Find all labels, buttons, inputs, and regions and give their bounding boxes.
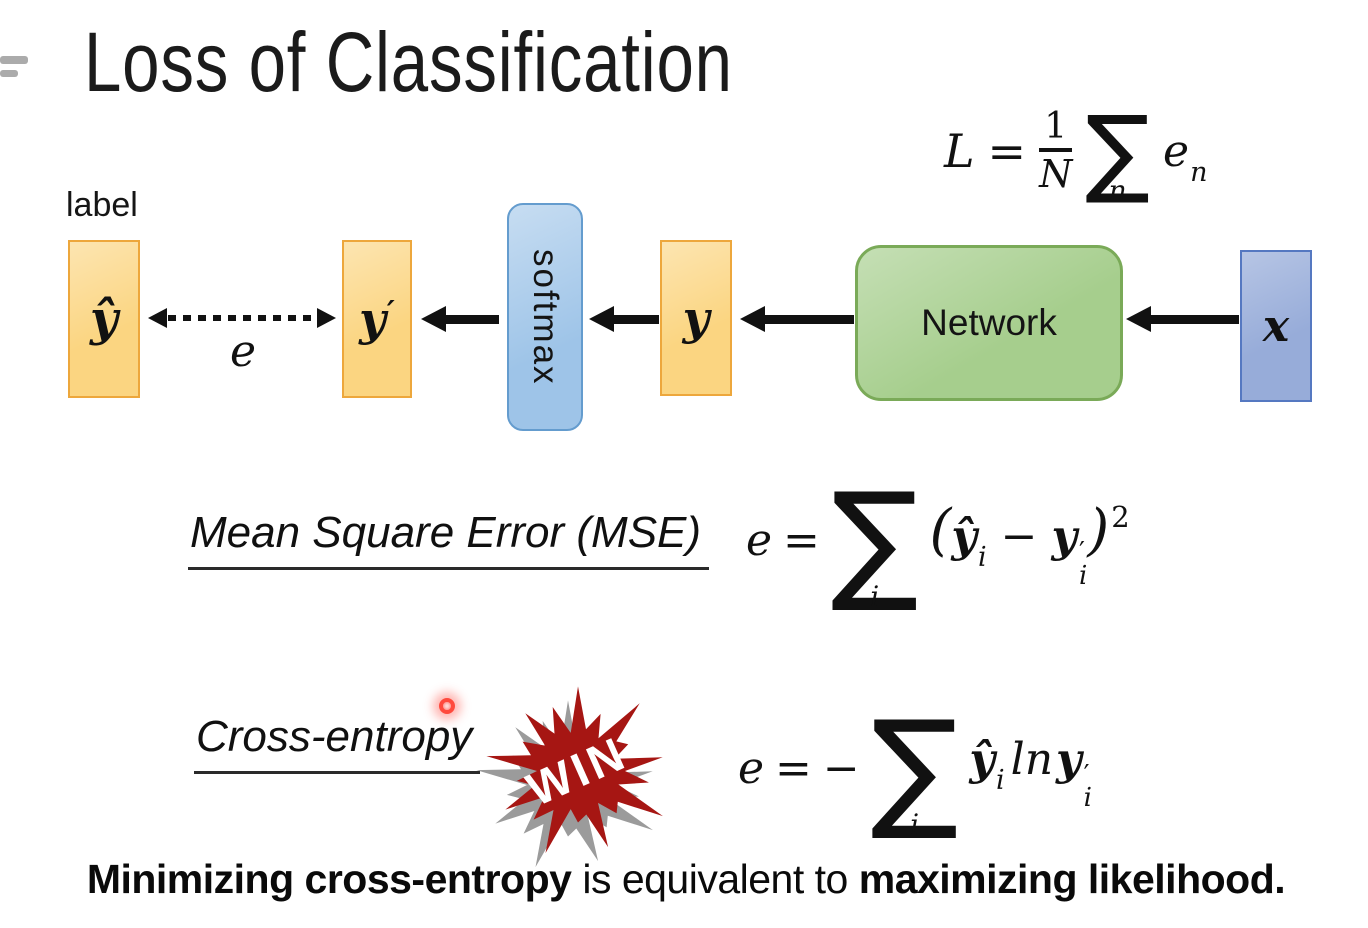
- sigma-symbol: ∑: [1085, 95, 1151, 207]
- arrowhead-icon: [589, 306, 614, 332]
- yhat-symbol: ŷ: [90, 291, 118, 347]
- mse-equation: e = ∑ i (ŷi − y′i)2: [746, 464, 1130, 616]
- slide-title: Loss of Classification: [84, 15, 733, 109]
- equals-sign: =: [987, 124, 1027, 178]
- arrow-softmax-to-yprime: [421, 305, 499, 333]
- artifact-mark: [0, 70, 18, 77]
- label-caption: label: [66, 186, 138, 224]
- arrowhead-icon: [421, 306, 446, 332]
- yprime-symbol: y′: [359, 292, 395, 346]
- y-box: y: [660, 240, 732, 396]
- arrowhead-icon: [1126, 306, 1151, 332]
- arrow-y-to-softmax: [589, 305, 659, 333]
- arrowhead-icon: [740, 306, 765, 332]
- arrow-network-to-y: [740, 305, 854, 333]
- summation-over-i: ∑ i: [870, 692, 959, 844]
- error-double-arrow: [148, 307, 336, 329]
- win-star-badge: WIN: [476, 678, 678, 870]
- fraction-1-over-N: 1 N: [1039, 106, 1073, 196]
- summation-over-i: ∑ i: [830, 464, 919, 616]
- arrowhead-right-icon: [317, 308, 336, 328]
- statement-middle: is equivalent to: [571, 856, 859, 902]
- statement-bold-tail: maximizing likelihood.: [858, 856, 1286, 902]
- mse-heading: Mean Square Error (MSE): [188, 508, 710, 570]
- formula-term: en: [1163, 125, 1208, 188]
- y-symbol: y: [682, 291, 710, 345]
- network-box: Network: [855, 245, 1123, 401]
- sigma-symbol: ∑: [870, 692, 959, 844]
- formula-lhs: L: [944, 124, 975, 178]
- sigma-symbol: ∑: [830, 464, 919, 616]
- artifact-mark: [0, 56, 28, 64]
- x-box: x: [1240, 250, 1312, 402]
- summation-over-n: ∑ n: [1085, 95, 1151, 207]
- error-label: e: [230, 326, 257, 377]
- fraction-bar: [1039, 148, 1073, 152]
- softmax-label: softmax: [526, 248, 565, 386]
- statement-bold-lead: Minimizing cross-entropy: [86, 856, 572, 902]
- softmax-box: softmax: [507, 203, 583, 431]
- yprime-box: y′: [342, 240, 412, 398]
- mse-equation-body: (ŷi − y′i)2: [929, 498, 1130, 591]
- dotted-shaft: [168, 315, 316, 321]
- loss-formula: L = 1 N ∑ n en: [944, 96, 1207, 206]
- arrowhead-left-icon: [148, 308, 167, 328]
- starburst-icon: WIN: [476, 686, 663, 868]
- laser-pointer-dot-icon: [439, 698, 455, 714]
- cross-entropy-heading: Cross-entropy: [194, 712, 481, 774]
- yhat-box: ŷ: [68, 240, 140, 398]
- arrow-x-to-network: [1126, 305, 1239, 333]
- network-label: Network: [921, 302, 1057, 343]
- x-symbol: x: [1262, 300, 1290, 352]
- bottom-statement: Minimizing cross-entropy is equivalent t…: [20, 856, 1352, 903]
